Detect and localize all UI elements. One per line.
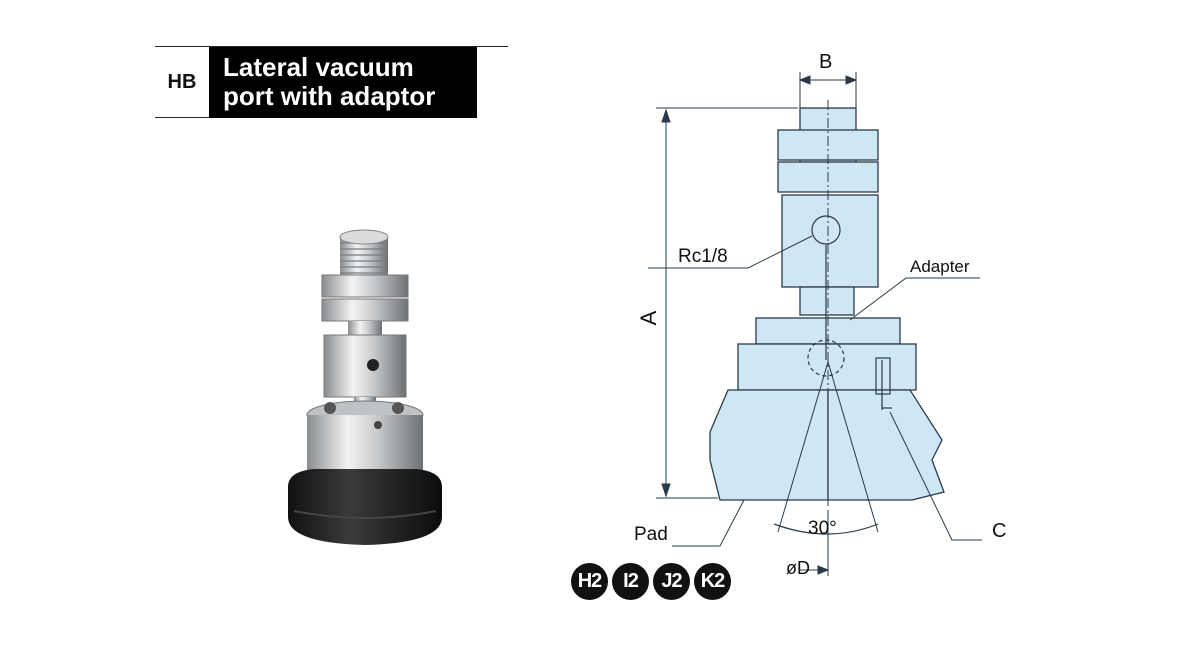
adapter-label: Adapter (910, 257, 970, 276)
header-rule-bottom (155, 117, 209, 118)
pad-right (827, 389, 945, 501)
pad-type-badge: J2 (653, 563, 690, 600)
dim-c-label: C (992, 520, 1006, 542)
port-label: Rc1/8 (678, 246, 728, 267)
product-title: Lateral vacuum port with adaptor (209, 47, 477, 118)
pad-type-badge: K2 (694, 563, 731, 600)
header-rule-top (155, 46, 508, 47)
product-code: HB (167, 70, 197, 93)
pad-label: Pad (634, 524, 668, 545)
pad-type-badges: H2 I2 J2 K2 (571, 563, 735, 600)
dim-b-label: B (819, 51, 832, 73)
product-header: HB Lateral vacuum port with adaptor (155, 46, 508, 118)
pad-type-badge: I2 (612, 563, 649, 600)
pad-type-badge: H2 (571, 563, 608, 600)
product-photo (288, 229, 442, 545)
dim-d-label: øD (786, 558, 810, 578)
adapter-neck (799, 286, 855, 316)
title-line-1: Lateral vacuum (223, 52, 414, 82)
technical-drawing: B A Rc1/8 Adapter Pad 30° øD C (634, 51, 1006, 578)
pad-left (709, 389, 829, 501)
angle-label: 30° (808, 518, 837, 539)
dim-a-label: A (636, 310, 661, 325)
adapter-body (781, 194, 879, 288)
title-line-2: port with adaptor (223, 81, 436, 111)
